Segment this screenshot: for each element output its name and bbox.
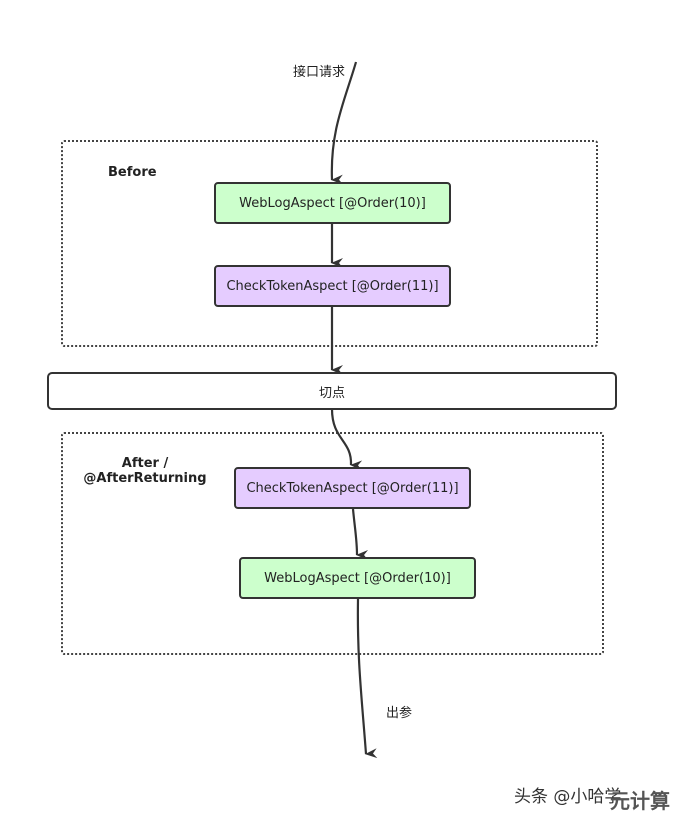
watermark-overlay: 元计算 [610,789,670,813]
watermark-text: 头条 @小哈学 [514,787,622,807]
arrow-after-checktoken-to-weblog [351,508,369,560]
after-label-line2: @AfterReturning [83,471,207,486]
output-label: 出参 [386,706,413,721]
after-label-line1: After / [121,456,169,471]
request-label: 接口请求 [293,65,346,80]
after-group-label: After / @AfterReturning [80,456,210,486]
before-weblog-aspect-node: WebLogAspect [@Order(10)] [214,182,451,224]
before-checktoken-aspect-node: CheckTokenAspect [@Order(11)] [214,265,451,307]
before-group [61,140,598,347]
output-arrow [356,598,378,759]
after-group [61,432,604,655]
before-group-label: Before [108,165,157,180]
request-arrow [330,61,358,185]
arrow-joinpoint-to-after [330,408,363,471]
joinpoint-node: 切点 [47,372,617,410]
after-checktoken-aspect-node: CheckTokenAspect [@Order(11)] [234,467,471,509]
after-weblog-aspect-node: WebLogAspect [@Order(10)] [239,557,476,599]
